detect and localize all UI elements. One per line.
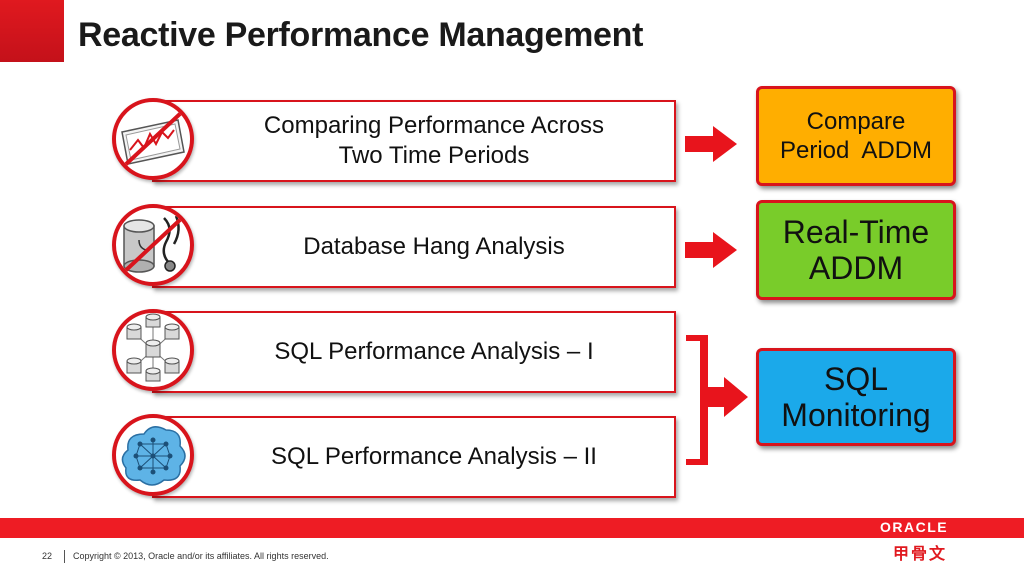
row-box: [152, 100, 676, 182]
corner-accent: [0, 0, 64, 62]
performance-chart-icon: [112, 98, 194, 180]
slide-title: Reactive Performance Management: [78, 16, 644, 54]
row-box: [152, 311, 676, 393]
arrow-right-icon: [685, 232, 737, 268]
oracle-logo-chinese: 甲骨文: [893, 546, 948, 563]
row-label: Comparing Performance Across Two Time Pe…: [263, 112, 605, 169]
page-number: 22: [42, 551, 53, 561]
copyright-text: Copyright © 2013, Oracle and/or its affi…: [73, 551, 329, 561]
row-label: SQL Performance Analysis – I: [274, 338, 594, 365]
row-label: Database Hang Analysis: [303, 233, 565, 260]
database-stethoscope-icon: [112, 204, 194, 286]
row-compare-periods: Comparing Performance Across Two Time Pe…: [112, 98, 676, 182]
sql-monitoring-box: SQL Monitoring: [756, 348, 956, 446]
row-box: [152, 206, 676, 288]
row-sql-performance-2: SQL Performance Analysis – II: [112, 414, 676, 498]
row-hang-analysis: Database Hang Analysis: [112, 204, 676, 288]
footer-band: [0, 518, 1024, 538]
row-box: [152, 416, 676, 498]
row-sql-performance-1: SQL Performance Analysis – I: [112, 309, 676, 393]
bracket-arrow-icon: [686, 335, 748, 465]
database-cluster-icon: [112, 309, 194, 391]
footer-divider: [64, 550, 65, 563]
row-label: SQL Performance Analysis – II: [271, 443, 597, 470]
compare-period-addm-box: Compare Period ADDM: [756, 86, 956, 186]
real-time-addm-box: Real-Time ADDM: [756, 200, 956, 300]
oracle-logo: ORACLE: [880, 519, 949, 535]
arrow-right-icon: [685, 126, 737, 162]
cloud-network-icon: [112, 414, 194, 496]
